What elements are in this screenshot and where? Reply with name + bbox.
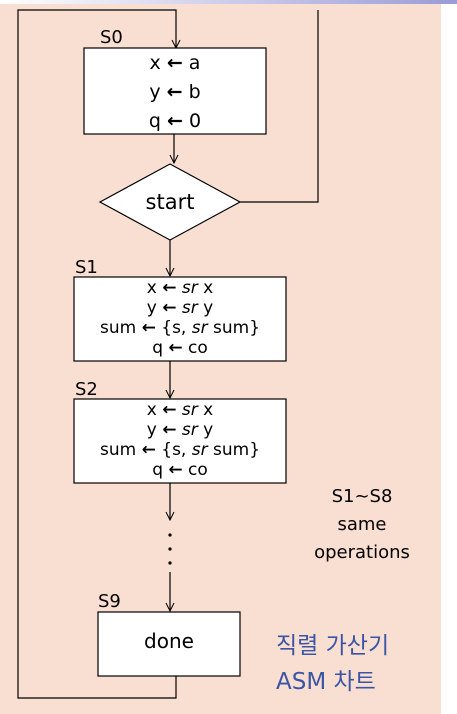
s1-state-box xyxy=(73,276,287,362)
s0-operations: x ← a y ← b q ← 0 xyxy=(84,48,266,136)
s0-op-line: x ← a xyxy=(149,52,201,74)
start-false-loop-line xyxy=(240,10,319,203)
s1-op-line: x ← sr x xyxy=(146,278,214,298)
caption-line: 직렬 가산기 xyxy=(276,633,390,659)
ellipsis-dot xyxy=(168,547,172,551)
s9-label: S9 xyxy=(98,591,121,612)
caption-line: ASM 차트 xyxy=(276,669,376,695)
s9-done-text: done xyxy=(144,629,194,653)
s1-op-line: sum ← {s, sr sum} xyxy=(99,318,261,338)
s9-state-box xyxy=(97,611,241,677)
note-line: same xyxy=(337,514,387,535)
s1-label: S1 xyxy=(75,257,98,278)
s1-op-line: y ← sr y xyxy=(146,298,214,318)
s0-state-box xyxy=(83,47,267,135)
note-line: operations xyxy=(314,542,410,563)
return-loop-line xyxy=(17,9,176,699)
s1-operations: x ← sr x y ← sr y sum ← {s, sr sum} q ← … xyxy=(74,278,286,358)
s2-op-line: y ← sr y xyxy=(146,420,214,440)
slide-top-rule xyxy=(0,0,457,4)
ellipsis-dot xyxy=(168,533,172,537)
ellipsis-dot xyxy=(168,561,172,565)
s2-op-line: q ← co xyxy=(152,460,208,480)
caption-serial-adder-asm: 직렬 가산기 ASM 차트 xyxy=(276,628,389,700)
start-decision-label: start xyxy=(145,190,195,214)
s1-s8-note: S1~S8 same operations xyxy=(296,483,428,567)
s2-op-line: x ← sr x xyxy=(146,400,214,420)
s0-label: S0 xyxy=(100,27,123,48)
s1-op-line: q ← co xyxy=(152,338,208,358)
s0-op-line: q ← 0 xyxy=(148,110,202,132)
s2-operations: x ← sr x y ← sr y sum ← {s, sr sum} q ← … xyxy=(74,400,286,480)
s2-state-box xyxy=(73,398,287,484)
s2-op-line: sum ← {s, sr sum} xyxy=(99,440,261,460)
s0-op-line: y ← b xyxy=(149,81,201,103)
note-line: S1~S8 xyxy=(331,486,393,507)
s2-label: S2 xyxy=(75,379,98,400)
